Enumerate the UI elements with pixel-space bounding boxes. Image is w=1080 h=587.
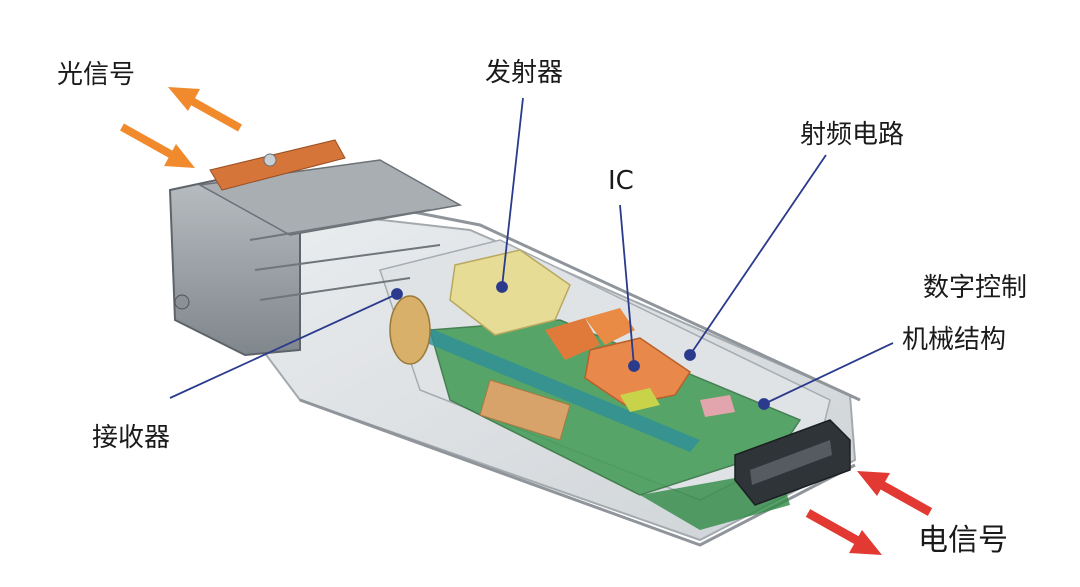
housing-bottom-edge xyxy=(299,398,856,547)
dot-mechanical xyxy=(758,398,770,410)
dot-transmitter xyxy=(496,281,508,293)
electrical-out-arrow xyxy=(805,509,882,555)
label-ic: IC xyxy=(608,166,634,196)
pcb-gold-fingers xyxy=(479,379,571,441)
receiver-lens xyxy=(389,295,431,365)
pink-component xyxy=(700,395,735,417)
cage-detail xyxy=(249,209,441,301)
label-transmitter: 发射器 xyxy=(485,58,564,88)
orange-component-2 xyxy=(585,308,635,345)
leader-ic xyxy=(619,204,635,367)
dot-ic xyxy=(628,360,640,372)
transmitter-block xyxy=(449,249,571,336)
label-receiver: 接收器 xyxy=(92,423,171,453)
label-mechanical-structure: 机械结构 xyxy=(902,325,1007,355)
latch-screw xyxy=(263,153,277,167)
label-digital-control: 数字控制 xyxy=(923,273,1028,303)
electrical-in-arrow xyxy=(857,471,933,516)
cage-screw xyxy=(174,294,190,310)
dot-receiver xyxy=(391,288,403,300)
label-rf-circuit: 射频电路 xyxy=(800,120,905,150)
label-optical-signal: 光信号 xyxy=(57,60,136,90)
leader-receiver xyxy=(169,293,398,399)
leader-transmitter xyxy=(501,97,524,288)
leader-mechanical xyxy=(763,342,894,405)
optical-out-arrow xyxy=(168,87,242,132)
small-component xyxy=(620,388,660,412)
leader-rf xyxy=(689,154,827,356)
orange-component xyxy=(545,318,600,360)
ic-chip xyxy=(584,337,692,406)
dot-rf xyxy=(684,349,696,361)
optical-in-arrow xyxy=(120,123,195,168)
label-electrical-signal: 电信号 xyxy=(918,523,1008,558)
latch-tab xyxy=(209,139,346,191)
teal-rail xyxy=(400,320,700,452)
connector-slot xyxy=(750,440,832,485)
